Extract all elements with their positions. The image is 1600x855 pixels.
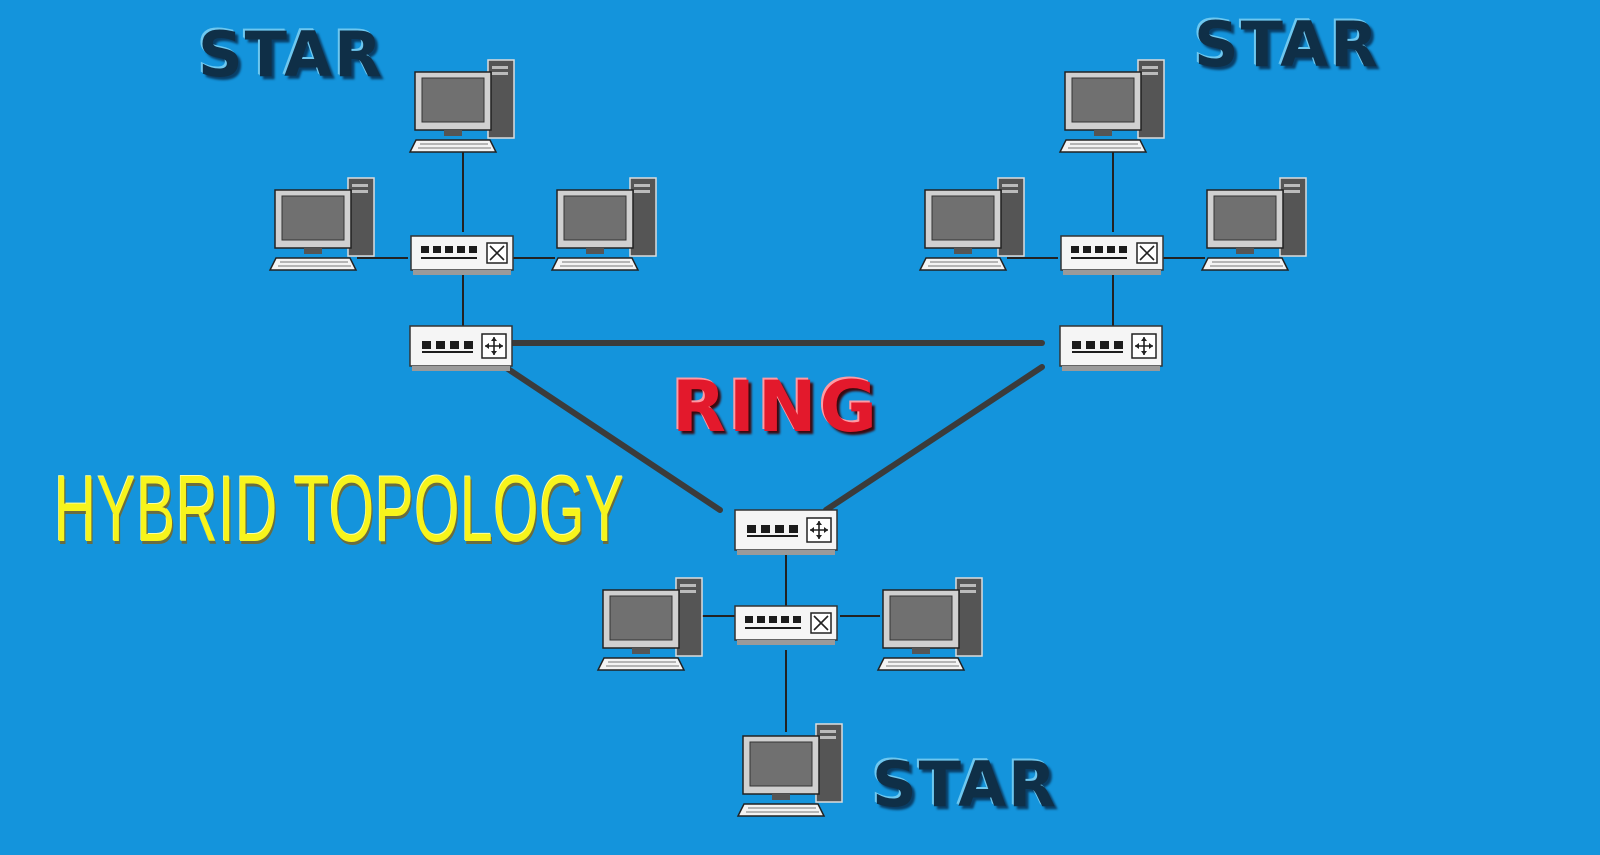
network-switch-icon <box>409 325 513 372</box>
network-hub-icon <box>1060 235 1164 276</box>
star-top-left-label: STAR <box>198 18 384 91</box>
network-hub-icon <box>734 605 838 646</box>
network-switch-icon <box>1059 325 1163 372</box>
desktop-computer-icon <box>1059 59 1165 153</box>
desktop-computer-icon <box>1201 177 1307 271</box>
ring-links <box>502 340 1045 513</box>
ring-link-right <box>823 364 1045 513</box>
desktop-computer-icon <box>597 577 703 671</box>
star-links <box>357 150 1205 732</box>
diagram-title: HYBRID TOPOLOGY <box>54 456 625 561</box>
desktop-computer-icon <box>409 59 515 153</box>
desktop-computer-icon <box>551 177 657 271</box>
desktop-computer-icon <box>877 577 983 671</box>
network-switch-icon <box>734 509 838 556</box>
desktop-computer-icon <box>737 723 843 817</box>
ring-label: RING <box>672 366 880 448</box>
ring-link-left <box>502 364 723 513</box>
desktop-computer-icon <box>919 177 1025 271</box>
network-hub-icon <box>410 235 514 276</box>
desktop-computer-icon <box>269 177 375 271</box>
star-top-right-label: STAR <box>1194 8 1380 81</box>
star-bottom-label: STAR <box>872 748 1058 821</box>
